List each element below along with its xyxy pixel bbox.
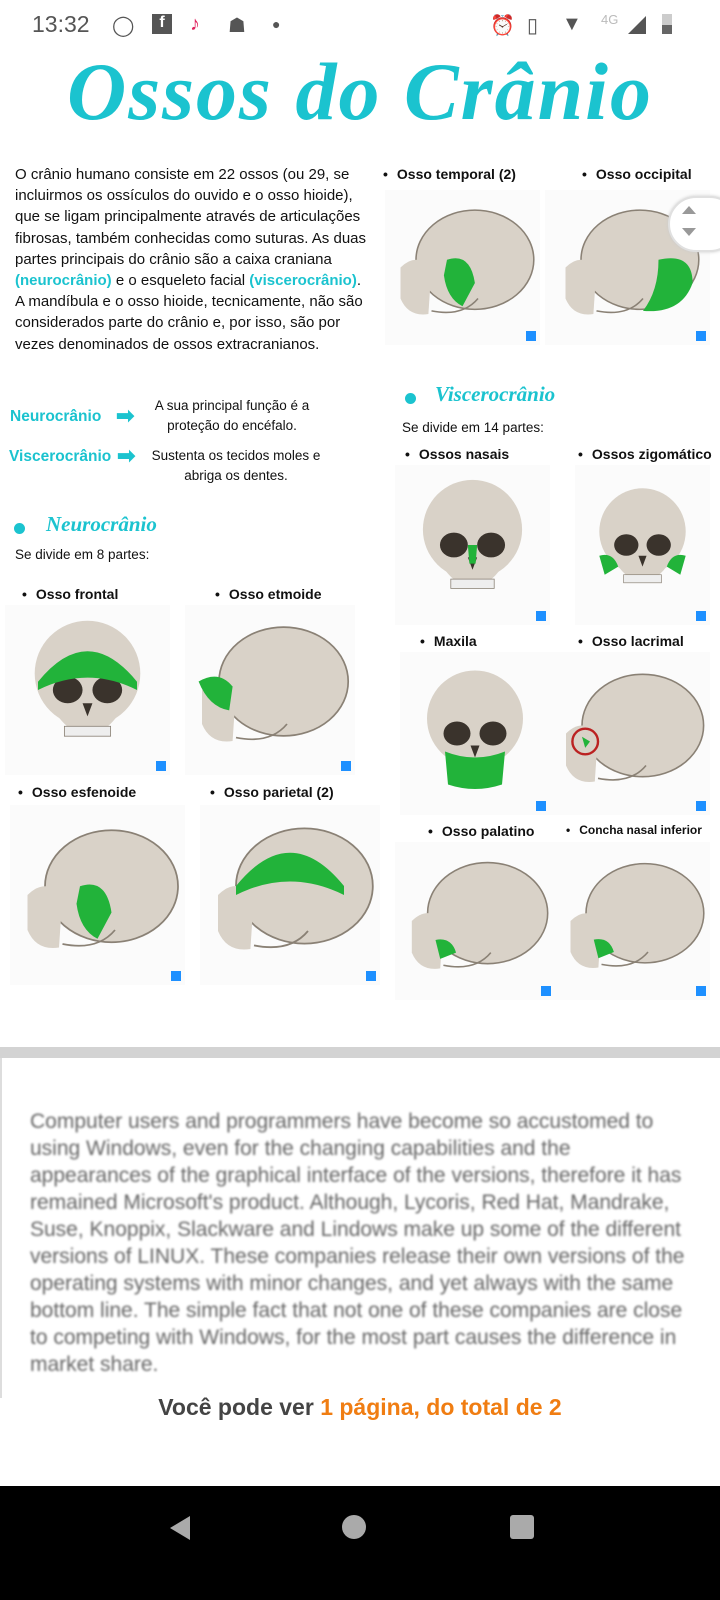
bone-label: Concha nasal inferior bbox=[566, 823, 702, 837]
skull-illustration bbox=[27, 829, 179, 948]
zoom-badge-icon bbox=[536, 801, 546, 811]
arrow-right-icon: ➡ bbox=[117, 443, 136, 468]
wifi-icon: ▼ bbox=[562, 13, 582, 35]
definition-term: Neurocrânio bbox=[10, 408, 102, 425]
zoom-badge-icon bbox=[171, 971, 181, 981]
skull-illustration bbox=[218, 827, 374, 950]
home-icon[interactable] bbox=[342, 1515, 366, 1539]
bullet-icon bbox=[14, 523, 25, 534]
definition-desc: A sua principal função é a proteção do e… bbox=[154, 398, 310, 433]
skull-illustration bbox=[34, 620, 141, 737]
scroll-up-icon[interactable] bbox=[682, 206, 696, 214]
alarm-icon: ⏰ bbox=[490, 15, 515, 37]
clock: 13:32 bbox=[32, 11, 90, 37]
bone-label: Maxila bbox=[420, 633, 477, 649]
bone-label: Ossos nasais bbox=[405, 446, 509, 462]
facebook-icon: f bbox=[152, 14, 172, 34]
skull-image-palatino bbox=[395, 842, 555, 1000]
skull-image-concha bbox=[555, 842, 710, 1000]
bone-label: Osso temporal (2) bbox=[383, 166, 516, 182]
skull-illustration bbox=[198, 626, 350, 742]
pages-notice: Você pode ver 1 página, do total de 2 bbox=[158, 1394, 562, 1420]
zoom-badge-icon bbox=[341, 761, 351, 771]
bone-label: Osso lacrimal bbox=[578, 633, 684, 649]
snapchat-icon: ☗ bbox=[228, 15, 246, 37]
bone-label: Osso parietal (2) bbox=[210, 784, 334, 800]
skull-image-nasais bbox=[395, 465, 550, 625]
section-heading-viscerocranio: Viscerocrânio bbox=[435, 382, 556, 406]
skull-illustration bbox=[570, 862, 705, 968]
dot-icon: ● bbox=[272, 16, 281, 32]
neurocranio-highlight: (neurocrânio) bbox=[15, 272, 112, 290]
scroll-down-icon[interactable] bbox=[682, 228, 696, 236]
zoom-badge-icon bbox=[696, 986, 706, 996]
skull-illustration bbox=[400, 209, 535, 315]
skull-image-esfenoide bbox=[10, 805, 185, 985]
whatsapp-icon: ◯ bbox=[112, 15, 135, 37]
navigation-bar bbox=[0, 1486, 720, 1600]
skull-image-parietal bbox=[200, 805, 380, 985]
section-subtitle: Se divide em 8 partes: bbox=[15, 547, 150, 562]
zoom-badge-icon bbox=[696, 611, 706, 621]
skull-illustration bbox=[566, 673, 705, 782]
vibrate-icon: ▯ bbox=[527, 15, 539, 37]
bone-label: Osso esfenoide bbox=[18, 784, 136, 800]
bone-label: Ossos zigomático bbox=[578, 446, 712, 462]
status-bar: 13:32 ◯ f ♪ ☗ ● ⏰ ▯ ▼ 4G bbox=[0, 0, 720, 48]
bone-label: Osso palatino bbox=[428, 823, 535, 839]
viscerocranio-highlight: (viscerocrânio) bbox=[249, 272, 357, 290]
skull-illustration bbox=[427, 670, 523, 789]
zoom-badge-icon bbox=[526, 331, 536, 341]
skull-image-etmoide bbox=[185, 605, 355, 775]
page-scroll-control[interactable] bbox=[668, 196, 720, 252]
zoom-badge-icon bbox=[156, 761, 166, 771]
skull-image-frontal bbox=[5, 605, 170, 775]
skull-image-maxila bbox=[400, 652, 550, 815]
page-title: Ossos do Crânio bbox=[67, 46, 653, 137]
zoom-badge-icon bbox=[541, 986, 551, 996]
skull-illustration bbox=[599, 488, 686, 584]
battery-icon bbox=[662, 14, 672, 34]
zoom-badge-icon bbox=[696, 801, 706, 811]
zoom-badge-icon bbox=[366, 971, 376, 981]
tiktok-icon: ♪ bbox=[190, 13, 200, 35]
locked-page-card bbox=[0, 1058, 720, 1398]
skull-image-temporal bbox=[385, 190, 540, 345]
zoom-badge-icon bbox=[696, 331, 706, 341]
skull-image-lacrimal bbox=[550, 652, 710, 815]
intro-paragraph: O crânio humano consiste em 22 ossos (ou… bbox=[15, 166, 367, 353]
bullet-icon bbox=[405, 393, 416, 404]
back-icon[interactable] bbox=[170, 1516, 190, 1540]
network-type: 4G bbox=[601, 12, 619, 27]
arrow-right-icon: ➡ bbox=[116, 403, 135, 428]
section-heading-neurocranio: Neurocrânio bbox=[46, 512, 157, 536]
definition-desc: Sustenta os tecidos moles e abriga os de… bbox=[151, 448, 321, 483]
skull-illustration bbox=[422, 479, 523, 589]
signal-icon bbox=[628, 16, 646, 34]
bone-label: Osso etmoide bbox=[215, 586, 322, 602]
section-subtitle: Se divide em 14 partes: bbox=[402, 420, 544, 435]
page-divider bbox=[0, 1047, 720, 1058]
recents-icon[interactable] bbox=[510, 1515, 534, 1539]
skull-image-zigomatico bbox=[575, 465, 710, 625]
definition-term: Viscerocrânio bbox=[9, 448, 112, 465]
blurred-preview-text: Computer users and programmers have beco… bbox=[30, 1110, 685, 1376]
skull-illustration bbox=[411, 861, 549, 969]
bone-label: Osso frontal bbox=[22, 586, 118, 602]
zoom-badge-icon bbox=[536, 611, 546, 621]
bone-label: Osso occipital bbox=[582, 166, 692, 182]
